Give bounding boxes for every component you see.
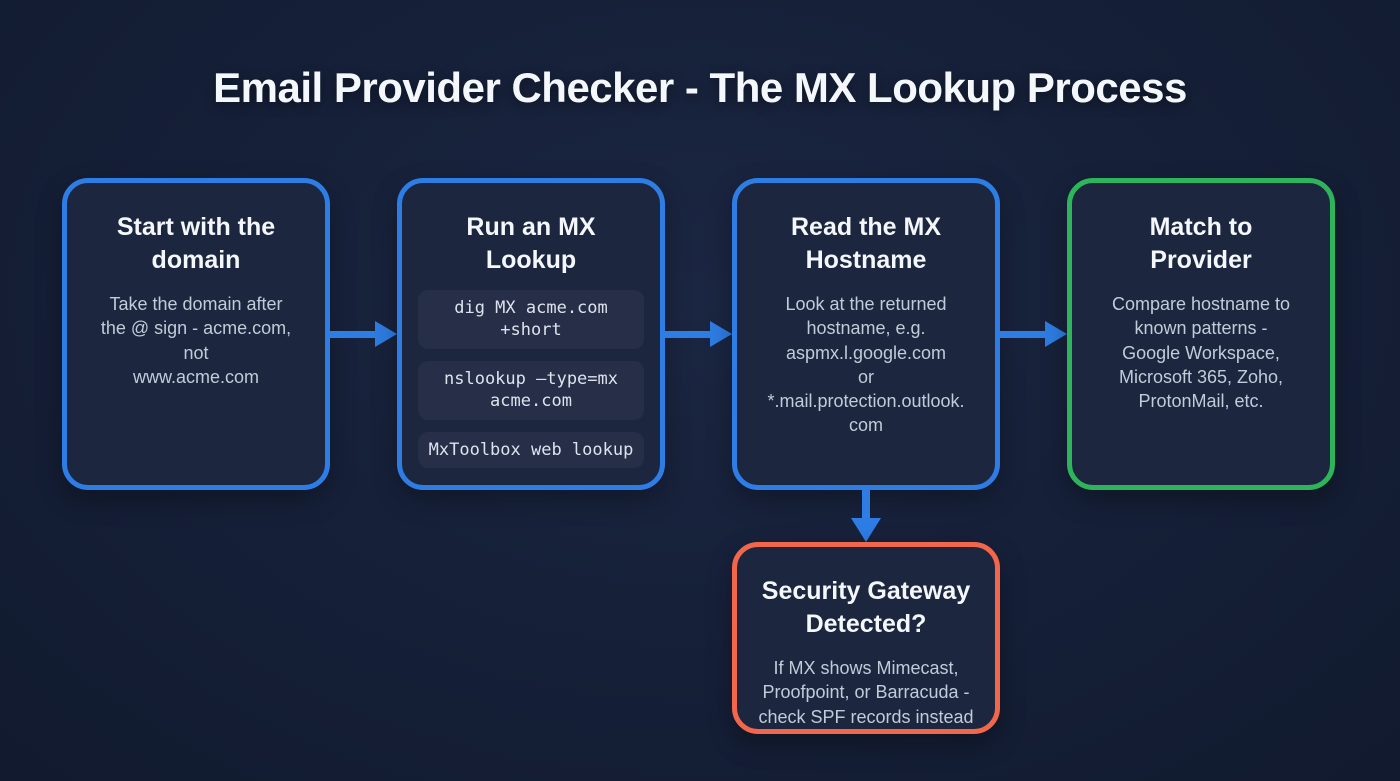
node-title: Read the MX Hostname xyxy=(790,213,942,274)
arrow-shaft xyxy=(1000,330,1045,338)
arrow-shaft xyxy=(330,330,375,338)
arrow-head-right-icon xyxy=(1045,321,1067,347)
node-body: If MX shows Mimecast, Proofpoint, or Bar… xyxy=(758,658,974,727)
diagram-title: Email Provider Checker - The MX Lookup P… xyxy=(213,64,1187,111)
node-security-gateway-detected: Security Gateway Detected? If MX shows M… xyxy=(732,542,1000,734)
node-body: Compare hostname to known patterns - Goo… xyxy=(1111,294,1291,412)
command-chip-nslookup: nslookup –type=mx acme.com xyxy=(418,360,644,420)
arrow-step2-to-step3 xyxy=(665,321,732,347)
command-chip-dig: dig MX acme.com +short xyxy=(418,290,644,349)
node-start-with-domain: Start with the domain Take the domain af… xyxy=(62,178,330,490)
command-chip-mxtoolbox: MxToolbox web lookup xyxy=(418,431,644,469)
arrow-shaft xyxy=(862,490,870,518)
node-run-mx-lookup: Run an MX Lookup dig MX acme.com +short … xyxy=(397,178,665,490)
node-match-to-provider: Match to Provider Compare hostname to kn… xyxy=(1067,178,1335,490)
arrow-head-right-icon xyxy=(710,321,732,347)
node-title: Run an MX Lookup xyxy=(466,213,596,274)
node-body: Take the domain after the @ sign - acme.… xyxy=(100,294,292,387)
node-title: Match to Provider xyxy=(1149,213,1253,274)
arrow-step3-to-gateway xyxy=(851,490,881,542)
node-title: Start with the domain xyxy=(116,213,276,274)
node-read-mx-hostname: Read the MX Hostname Look at the returne… xyxy=(732,178,1000,490)
arrow-step3-to-step4 xyxy=(1000,321,1067,347)
command-chip-list: dig MX acme.com +short nslookup –type=mx… xyxy=(418,290,644,469)
arrow-step1-to-step2 xyxy=(330,321,397,347)
node-body: Look at the returned hostname, e.g. aspm… xyxy=(767,294,965,436)
arrow-head-right-icon xyxy=(375,321,397,347)
arrow-head-down-icon xyxy=(851,518,881,542)
arrow-shaft xyxy=(665,330,710,338)
node-title: Security Gateway Detected? xyxy=(761,577,971,638)
